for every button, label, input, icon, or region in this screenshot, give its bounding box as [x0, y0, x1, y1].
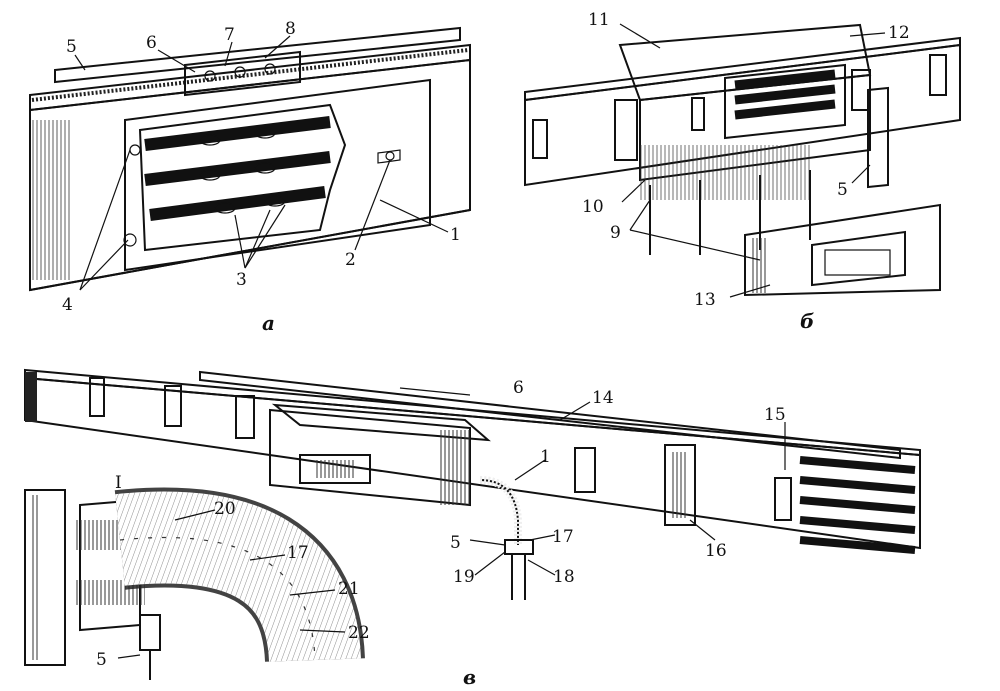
busbars-panel-a — [144, 116, 331, 221]
label-11: 11 — [588, 10, 610, 30]
label-22: 22 — [348, 623, 370, 643]
contacts-panel-b — [724, 63, 846, 140]
label-3: 3 — [236, 270, 247, 290]
panel-a-leaders — [74, 35, 449, 291]
label-14: 14 — [592, 388, 614, 408]
label-9: 9 — [610, 223, 621, 243]
caption-a: а — [262, 311, 275, 335]
label-16: 16 — [705, 541, 727, 561]
label-7: 7 — [224, 25, 235, 45]
label-21: 21 — [338, 579, 360, 599]
panel-c-leaders — [117, 387, 786, 659]
label-1-c: 1 — [540, 447, 551, 467]
caption-c: в — [463, 665, 476, 689]
detail-label-I: I — [115, 473, 122, 493]
panel-b-leaders — [619, 23, 886, 298]
panel-b-drawing — [524, 23, 961, 297]
label-5-d: 5 — [96, 650, 107, 670]
label-5-b: 5 — [837, 180, 848, 200]
label-10: 10 — [582, 197, 604, 217]
busbar-ends-panel-c — [799, 456, 916, 554]
label-1-a: 1 — [450, 225, 461, 245]
label-15: 15 — [764, 405, 786, 425]
label-18: 18 — [553, 567, 575, 587]
label-5-a: 5 — [66, 37, 77, 57]
caption-b: б — [800, 309, 814, 333]
label-2: 2 — [345, 250, 356, 270]
label-4: 4 — [62, 295, 73, 315]
label-20: 20 — [214, 499, 236, 519]
label-17-d: 17 — [287, 543, 309, 563]
label-6-c: 6 — [513, 378, 524, 398]
panel-a-drawing — [29, 26, 471, 292]
label-5-c: 5 — [450, 533, 461, 553]
label-19: 19 — [453, 567, 475, 587]
label-12: 12 — [888, 23, 910, 43]
label-6-a: 6 — [146, 33, 157, 53]
label-8: 8 — [285, 19, 296, 39]
label-13: 13 — [694, 290, 716, 310]
label-17-c: 17 — [552, 527, 574, 547]
panel-c-drawing — [24, 368, 921, 680]
